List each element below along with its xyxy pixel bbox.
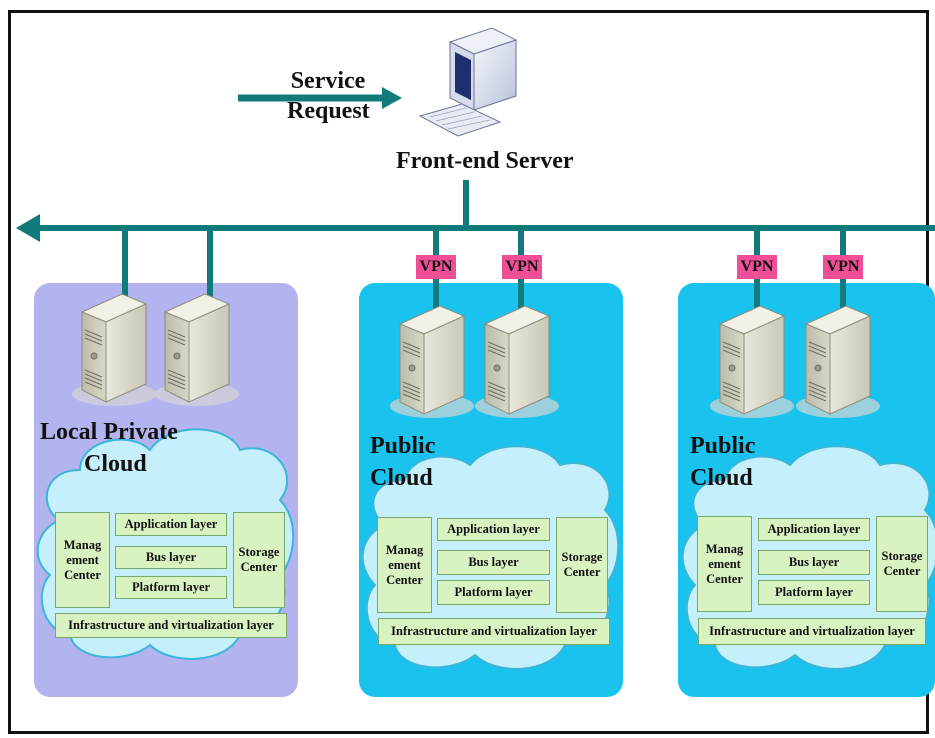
cloud-title-line: Public: [370, 433, 436, 459]
platform-layer-box: Platform layer: [758, 580, 870, 605]
service-request-label: Service Request: [287, 66, 370, 126]
platform-layer-box: Platform layer: [115, 576, 227, 599]
server-icon: [795, 305, 881, 419]
server-icon: [709, 305, 795, 419]
cloud-title-line: Public: [690, 433, 756, 459]
infrastructure-layer-box: Infrastructure and virtualization layer: [698, 618, 926, 645]
service-request-line-1: Service: [290, 68, 366, 94]
cloud-title-line: Local Private: [40, 419, 178, 445]
front-end-server-label: Front-end Server: [396, 148, 574, 174]
application-layer-box: Application layer: [758, 518, 870, 541]
vpn-badge: VPN: [416, 255, 456, 279]
service-request-arrow: [238, 87, 402, 109]
infrastructure-layer-box: Infrastructure and virtualization layer: [378, 618, 610, 645]
cloud-title-public-1: Public Cloud: [370, 430, 435, 494]
bus-layer-box: Bus layer: [437, 550, 550, 575]
infrastructure-layer-box: Infrastructure and virtualization layer: [55, 613, 287, 638]
cloud-title-private: Local Private Cloud: [40, 416, 178, 480]
service-request-line-2: Request: [287, 98, 370, 124]
bus-left-arrowhead: [16, 214, 40, 242]
application-layer-box: Application layer: [437, 518, 550, 541]
cloud-title-public-2: Public Cloud: [690, 430, 755, 494]
application-layer-box: Application layer: [115, 513, 227, 536]
server-icon: [474, 305, 560, 419]
vpn-badge: VPN: [502, 255, 542, 279]
vpn-badge: VPN: [823, 255, 863, 279]
front-end-computer-icon: [418, 27, 518, 137]
cloud-title-line: Cloud: [690, 465, 753, 491]
cloud-title-line: Cloud: [370, 465, 433, 491]
server-icon: [71, 293, 157, 407]
platform-layer-box: Platform layer: [437, 580, 550, 605]
cloud-title-line: Cloud: [84, 451, 147, 477]
server-icon: [389, 305, 475, 419]
server-icon: [154, 293, 240, 407]
vpn-badge: VPN: [737, 255, 777, 279]
bus-layer-box: Bus layer: [115, 546, 227, 569]
bus-layer-box: Bus layer: [758, 550, 870, 575]
